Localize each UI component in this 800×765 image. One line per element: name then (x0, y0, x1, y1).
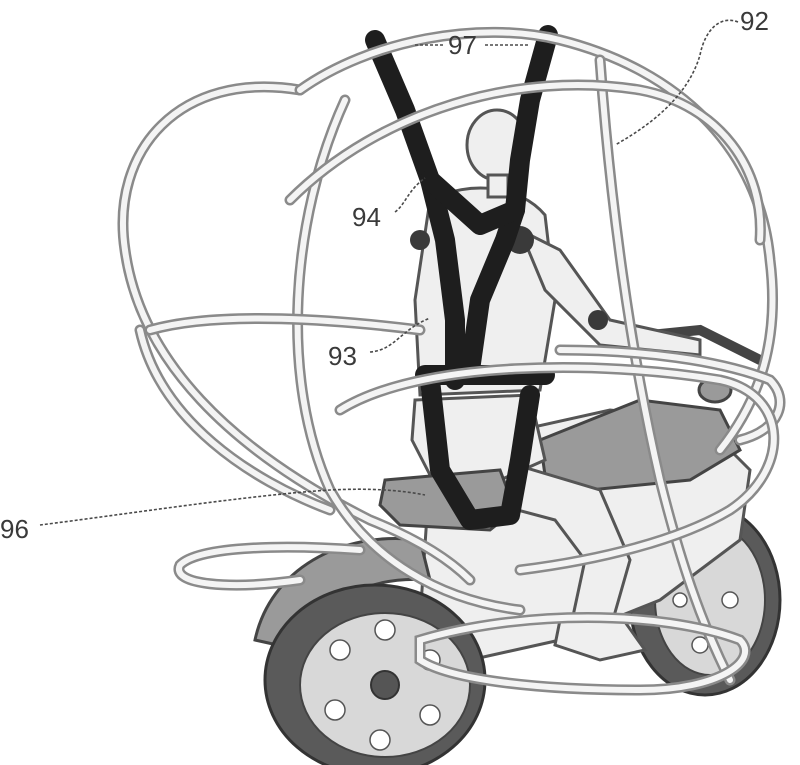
label-97: 97 (448, 30, 477, 60)
label-92: 92 (740, 6, 769, 36)
leader-lines (39, 19, 739, 526)
rider-neck (486, 173, 510, 199)
elbow-joint (588, 310, 608, 330)
harness (365, 25, 558, 530)
front-wheel (263, 583, 487, 765)
leader-96 (39, 488, 426, 526)
leader-94 (394, 177, 426, 213)
harness-cross-strap (420, 170, 525, 235)
label-96: 96 (0, 514, 29, 544)
harness-leg-strap (420, 370, 540, 530)
leader-93 (369, 317, 431, 353)
harness-strap-left (365, 30, 465, 390)
shoulder-joint-left (410, 230, 430, 250)
rider-arm (517, 226, 702, 357)
protective-cage (117, 26, 786, 696)
label-93: 93 (328, 341, 357, 371)
label-94: 94 (352, 202, 381, 232)
leader-92 (614, 19, 739, 146)
